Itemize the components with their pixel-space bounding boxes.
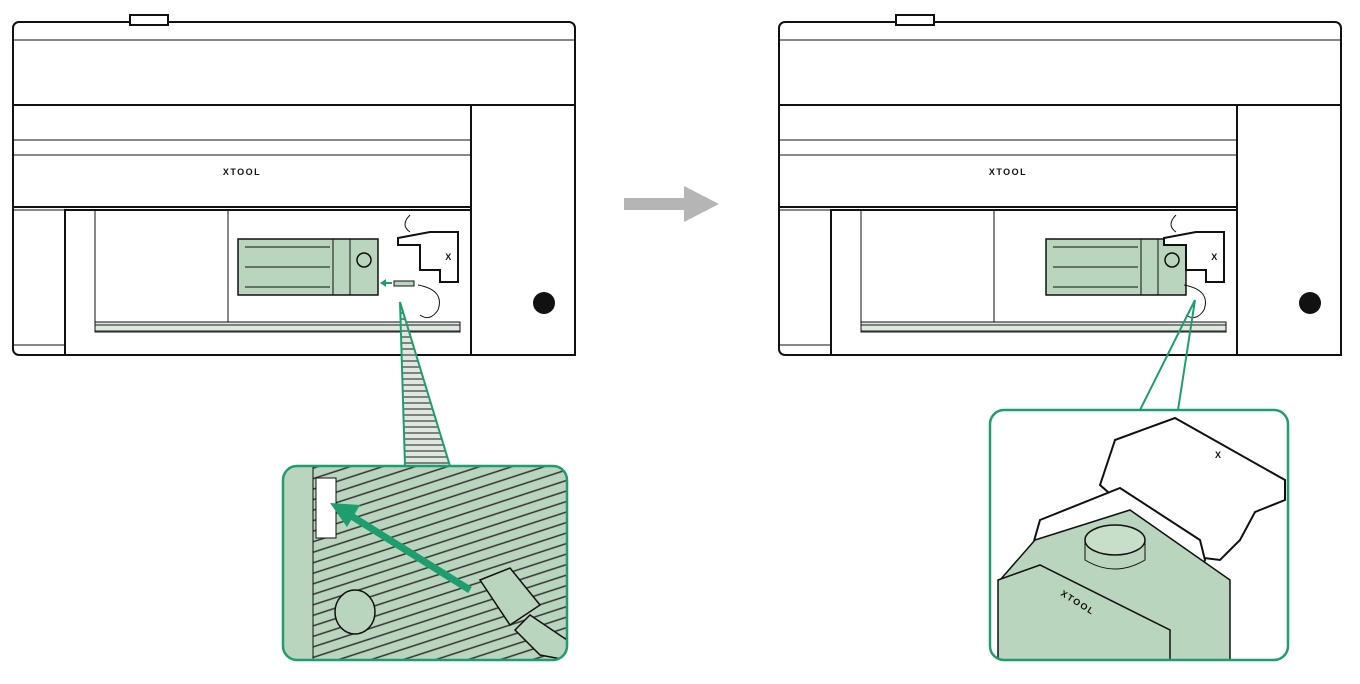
laser-module xyxy=(1045,238,1187,296)
honeycomb-rail xyxy=(94,321,461,333)
x-axis-bracket xyxy=(397,231,459,283)
brand-logo: XTOOL xyxy=(223,167,261,177)
next-step-arrow xyxy=(624,186,719,222)
side-panel xyxy=(470,104,576,356)
laser-machine-before: XTOOL X xyxy=(12,14,576,356)
insert-arrow-shaft xyxy=(343,509,472,593)
front-panel xyxy=(778,104,1238,208)
axis-marker: X xyxy=(1211,252,1219,262)
top-handle xyxy=(129,14,169,26)
laser-machine-after: XTOOL X xyxy=(778,14,1342,356)
front-panel xyxy=(12,104,472,208)
axis-marker-detail: X xyxy=(1215,450,1223,460)
cable-plug-small xyxy=(380,279,415,287)
cable xyxy=(513,614,567,660)
callout-pointer-right xyxy=(1139,299,1196,411)
top-handle xyxy=(895,14,935,26)
axis-marker: X xyxy=(445,252,453,262)
callout-detail-right: X XTOOL xyxy=(988,408,1290,662)
emergency-stop-button xyxy=(533,292,555,314)
laser-module xyxy=(237,238,379,296)
honeycomb-rail xyxy=(860,321,1227,333)
insert-arrow-icon xyxy=(330,503,360,527)
side-panel xyxy=(1236,104,1342,356)
focus-knob xyxy=(334,589,376,635)
lens-cap xyxy=(1084,524,1146,556)
insert-arrow-icon xyxy=(380,279,386,287)
brand-logo: XTOOL xyxy=(989,167,1027,177)
cable-plug xyxy=(478,567,542,627)
x-axis-bracket xyxy=(1163,231,1225,283)
callout-detail-left xyxy=(281,464,569,662)
emergency-stop-button xyxy=(1299,292,1321,314)
usb-port xyxy=(315,477,337,539)
